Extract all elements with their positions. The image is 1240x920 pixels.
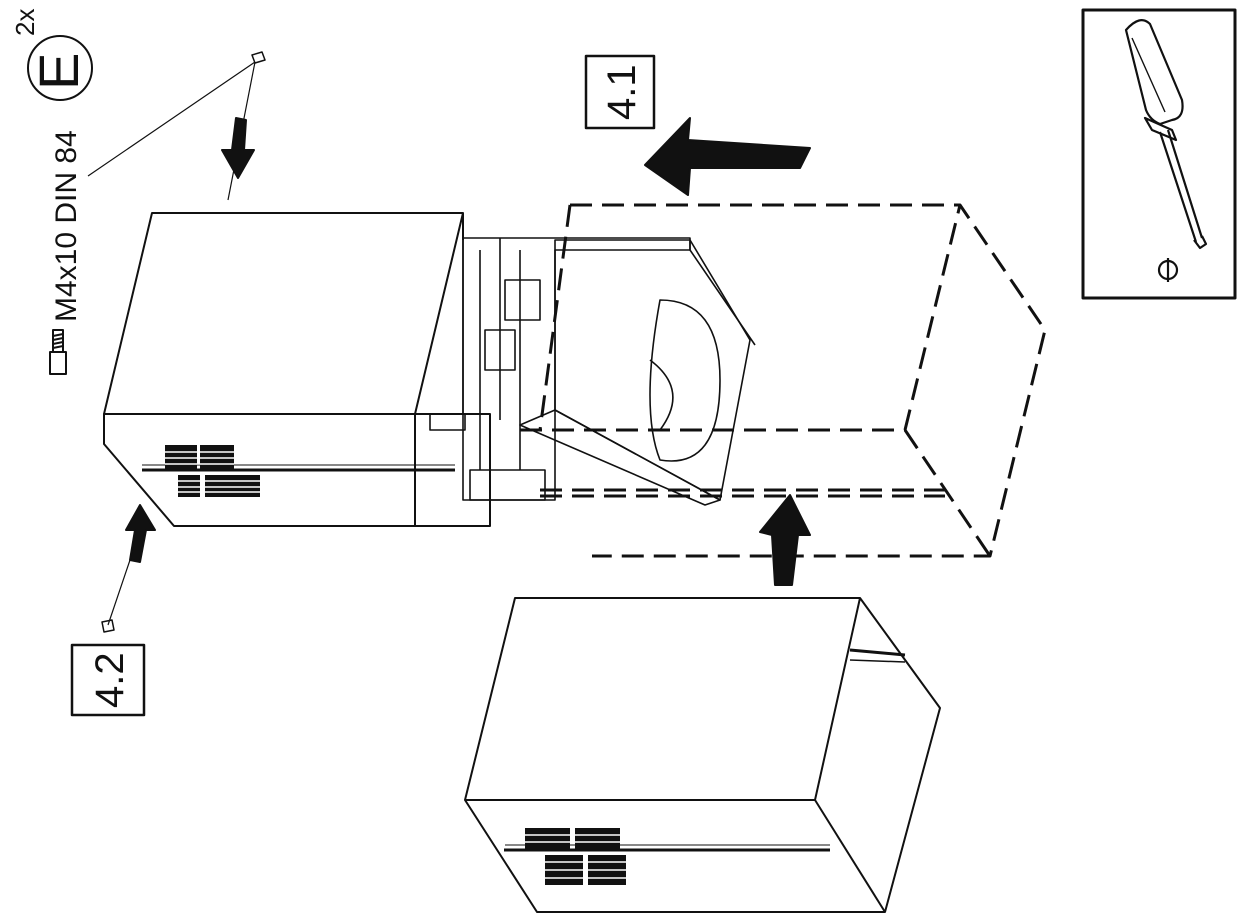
arrow-4-1 (644, 117, 811, 196)
arrow-screw-top (221, 117, 255, 179)
chimney-cover-box (464, 597, 941, 913)
arrow-cover-up (759, 494, 811, 586)
flat-screwdriver-icon (1124, 19, 1208, 282)
leader-line (87, 61, 256, 201)
step-label-4-1: 4.1 (600, 64, 644, 120)
small-screw-bottom (101, 619, 115, 633)
step-box-4-2 (70, 643, 146, 717)
step-box-4-1 (584, 54, 656, 130)
screw-spec-label: M4x10 DIN 84 (50, 130, 83, 322)
duct-frame (429, 237, 756, 506)
part-letter-circle (27, 35, 93, 101)
screw-icon (49, 329, 67, 375)
vent-grille-lower (525, 828, 626, 885)
small-screw-top (251, 51, 266, 64)
part-letter: E (27, 53, 90, 90)
step-label-4-2: 4.2 (88, 652, 132, 708)
leader-line-bottom (107, 559, 131, 626)
quantity-label: 2x (10, 9, 40, 36)
arrow-screw-bottom (125, 504, 156, 563)
tool-panel (1081, 8, 1237, 300)
chimney-cover-outline (520, 203, 1047, 558)
appliance-main-unit (103, 212, 491, 527)
